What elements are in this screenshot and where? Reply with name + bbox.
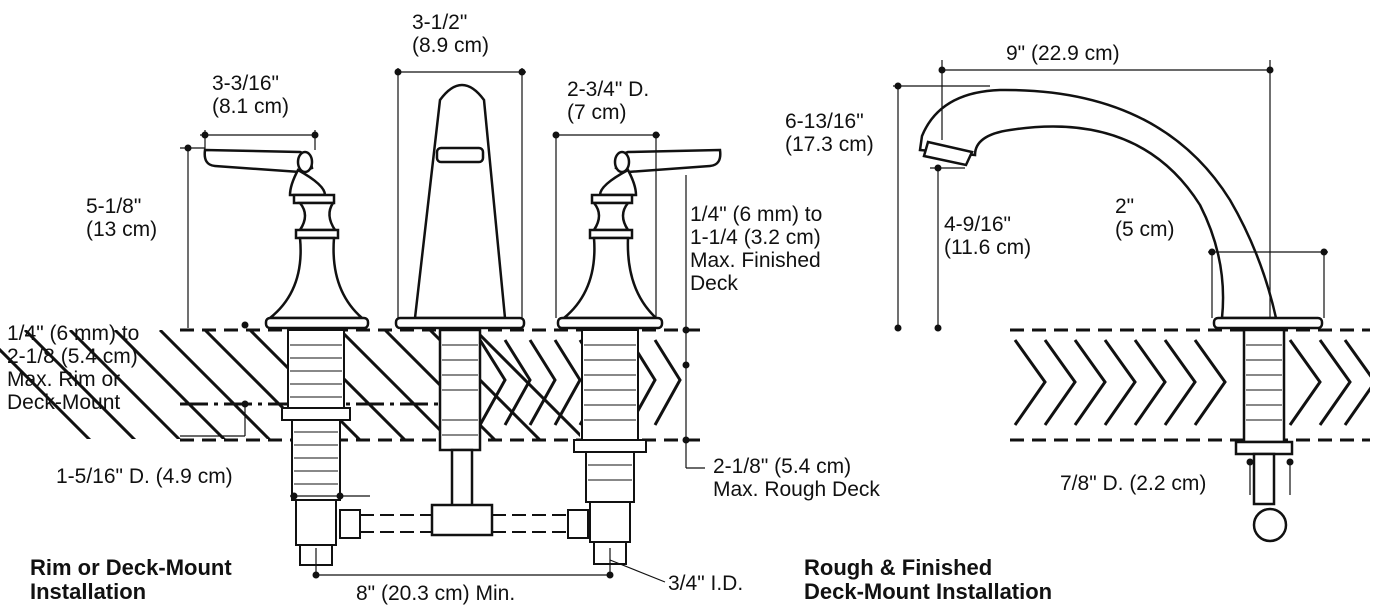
left-handle [203, 148, 370, 330]
handle-width-inches: 3-3/16" [212, 72, 279, 95]
finished-deck-line4: Deck [690, 272, 738, 295]
spout-width-cm: (8.9 cm) [412, 34, 490, 57]
rim-deck-caption-line2: Installation [30, 579, 147, 604]
finished-deck-hatch [1013, 339, 1370, 426]
rim-mount-label: 1/4" (6 mm) to 2-1/8 (5.4 cm) Max. Rim o… [7, 322, 139, 414]
center-spout [394, 83, 526, 537]
base-width-cm: (5 cm) [1115, 218, 1175, 241]
escutcheon-diameter-cm: (7 cm) [567, 101, 627, 124]
outlet-height-label: 4-9/16" (11.6 cm) [944, 213, 1031, 259]
escutcheon-diameter-label: 2-3/4" D. (7 cm) [567, 78, 649, 124]
spout-height-cm: (17.3 cm) [785, 133, 874, 156]
right-handle [556, 148, 722, 330]
handle-height-inches: 5-1/8" [86, 195, 142, 218]
rim-mount-line2: 2-1/8 (5.4 cm) [7, 345, 138, 368]
left-shank-threads [290, 344, 342, 485]
rough-deck-line1: 2-1/8" (5.4 cm) [713, 455, 852, 478]
deck-mount-caption: Rough & Finished Deck-Mount Installation [804, 556, 1052, 604]
rough-deck-label: 2-1/8" (5.4 cm) Max. Rough Deck [713, 455, 880, 501]
finished-deck-line3: Max. Finished [690, 249, 821, 272]
finished-deck-line2: 1-1/4 (3.2 cm) [690, 226, 821, 249]
inner-diameter-label: 3/4" I.D. [668, 572, 744, 595]
rim-mount-line3: Max. Rim or [7, 368, 121, 391]
supply-pipes [339, 509, 589, 539]
rim-deck-caption-line1: Rim or Deck-Mount [30, 555, 232, 580]
finished-deck-line1: 1/4" (6 mm) to [690, 203, 823, 226]
base-width-inches: 2" [1115, 195, 1135, 218]
rough-deck-line2: Max. Rough Deck [713, 478, 880, 501]
handle-height-label: 5-1/8" (13 cm) [86, 195, 157, 241]
left-shank [281, 329, 351, 566]
gooseneck-spout [918, 88, 1324, 543]
rim-mount-line1: 1/4" (6 mm) to [7, 322, 140, 345]
dimension-dots [184, 66, 1328, 579]
spout-width-inches: 3-1/2" [412, 11, 468, 34]
rough-deck-hatch [480, 339, 682, 426]
right-shank-threads [584, 344, 636, 481]
base-width-label: 2" (5 cm) [1115, 195, 1175, 241]
handle-height-cm: (13 cm) [86, 218, 158, 241]
right-shank-diameter-label: 7/8" D. (2.2 cm) [1060, 472, 1207, 495]
deck-mount-caption-line1: Rough & Finished [804, 555, 993, 580]
spout-width-label: 3-1/2" (8.9 cm) [412, 11, 489, 57]
spout-shank-threads [442, 344, 478, 436]
rim-mount-line4: Deck-Mount [7, 391, 121, 414]
deck-mount-caption-line2: Deck-Mount Installation [804, 579, 1053, 604]
spacing-label: 8" (20.3 cm) Min. [356, 582, 516, 605]
spout-height-inches: 6-13/16" [785, 110, 864, 133]
shank-diameter-label: 1-5/16" D. (4.9 cm) [56, 465, 233, 488]
handle-width-label: 3-3/16" (8.1 cm) [212, 72, 289, 118]
right-shank-threads-r [1246, 344, 1282, 421]
dimension-lines [180, 60, 1328, 583]
spout-height-label: 6-13/16" (17.3 cm) [785, 110, 874, 156]
outlet-height-cm: (11.6 cm) [944, 236, 1032, 259]
right-shank [573, 329, 647, 565]
finished-deck-label: 1/4" (6 mm) to 1-1/4 (3.2 cm) Max. Finis… [690, 203, 822, 295]
spout-reach-label: 9" (22.9 cm) [1006, 42, 1120, 65]
escutcheon-diameter-inches: 2-3/4" D. [567, 78, 650, 101]
outlet-height-inches: 4-9/16" [944, 213, 1011, 236]
handle-width-cm: (8.1 cm) [212, 95, 290, 118]
rim-deck-caption: Rim or Deck-Mount Installation [30, 556, 232, 604]
